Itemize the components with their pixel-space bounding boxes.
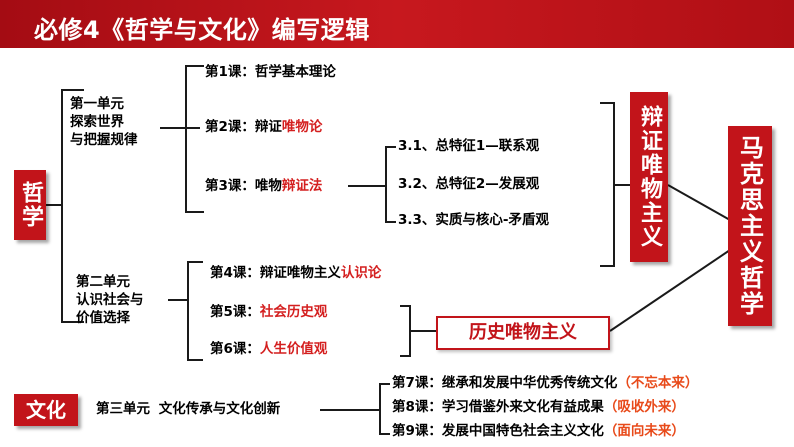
unit2-title-line2: 认识社会与 [76, 292, 144, 309]
lesson6: 第6课：人生价值观 [210, 341, 327, 359]
historical-materialism-label: 历史唯物主义 [469, 322, 577, 343]
lesson3-item-3: 3.3、实质与核心-矛盾观 [398, 212, 550, 228]
lesson1: 第1课：哲学基本理论 [205, 64, 336, 82]
lesson6-highlight: 人生价值观 [259, 341, 328, 357]
unit3-title: 第三单元 文化传承与文化创新 [96, 401, 281, 417]
historical-materialism-box: 历史唯物主义 [436, 316, 610, 350]
lesson3-item-1: 3.1、总特征1—联系观 [398, 138, 540, 154]
culture-label-box: 文化 [14, 394, 78, 426]
bracket-culture [379, 383, 390, 435]
lesson4: 第4课：辩证唯物主义认识论 [210, 265, 381, 283]
lesson3-item-2: 3.2、总特征2—发展观 [398, 176, 540, 192]
bracket-history [400, 305, 411, 357]
marxist-philosophy-box: 马克思主义哲学 [728, 126, 772, 326]
dialectical-materialism-label: 辩证唯物主义 [637, 105, 662, 249]
lesson9-prefix: 第9课：发展中国特色社会主义文化 [392, 423, 604, 439]
lesson5-highlight: 社会历史观 [259, 304, 328, 320]
connector-history-marxist [609, 249, 731, 332]
lesson3-highlight: 辩证法 [281, 178, 323, 194]
lesson9: 第9课：发展中国特色社会主义文化（面向未来） [392, 423, 685, 441]
philosophy-label: 哲学 [18, 181, 43, 229]
lesson5-prefix: 第5课： [210, 304, 260, 320]
connector-dialectical-marxist [667, 184, 731, 221]
philosophy-label-box: 哲学 [14, 170, 46, 240]
lesson8: 第8课：学习借鉴外来文化有益成果（吸收外来） [392, 399, 685, 417]
page-title: 必修4《哲学与文化》编写逻辑 [34, 16, 370, 44]
unit2-title-line3: 价值选择 [76, 310, 130, 327]
bracket-lesson3 [385, 146, 396, 223]
bracket-unit1 [185, 65, 204, 213]
unit2-title-line1: 第二单元 [76, 274, 130, 290]
unit1-title-line2: 探索世界 [70, 114, 124, 131]
bracket-unit2 [187, 261, 203, 361]
culture-label: 文化 [26, 398, 66, 422]
lesson6-prefix: 第6课： [210, 341, 260, 357]
lesson9-highlight: （面向未来） [603, 423, 685, 439]
unit2-title: 第二单元 认识社会与 价值选择 [76, 273, 144, 328]
unit1-title-line1: 第一单元 [70, 96, 124, 112]
lesson3-prefix: 第3课：唯物 [205, 178, 282, 194]
lesson3: 第3课：唯物辩证法 [205, 178, 322, 196]
lesson4-prefix: 第4课：辩证唯物主义 [210, 265, 341, 281]
lesson2-highlight: 唯物论 [281, 119, 323, 135]
bracket-dialectical [600, 102, 615, 267]
lesson2: 第2课：辩证唯物论 [205, 119, 322, 137]
dialectical-materialism-box: 辩证唯物主义 [630, 92, 668, 262]
lesson2-prefix: 第2课：辩证 [205, 119, 282, 135]
unit1-title-line3: 与把握规律 [70, 132, 138, 149]
lesson4-highlight: 认识论 [340, 265, 382, 281]
lesson7: 第7课：继承和发展中华优秀传统文化（不忘本来） [392, 375, 698, 393]
lesson8-highlight: （吸收外来） [603, 399, 685, 415]
lesson1-text: 第1课：哲学基本理论 [205, 64, 336, 80]
lesson5: 第5课：社会历史观 [210, 304, 327, 322]
marxist-philosophy-label: 马克思主义哲学 [735, 135, 764, 317]
lesson7-highlight: （不忘本来） [617, 375, 699, 391]
lesson8-prefix: 第8课：学习借鉴外来文化有益成果 [392, 399, 604, 415]
lesson7-prefix: 第7课：继承和发展中华优秀传统文化 [392, 375, 618, 391]
title-banner: 必修4《哲学与文化》编写逻辑 [0, 0, 794, 48]
unit1-title: 第一单元 探索世界 与把握规律 [70, 95, 138, 150]
